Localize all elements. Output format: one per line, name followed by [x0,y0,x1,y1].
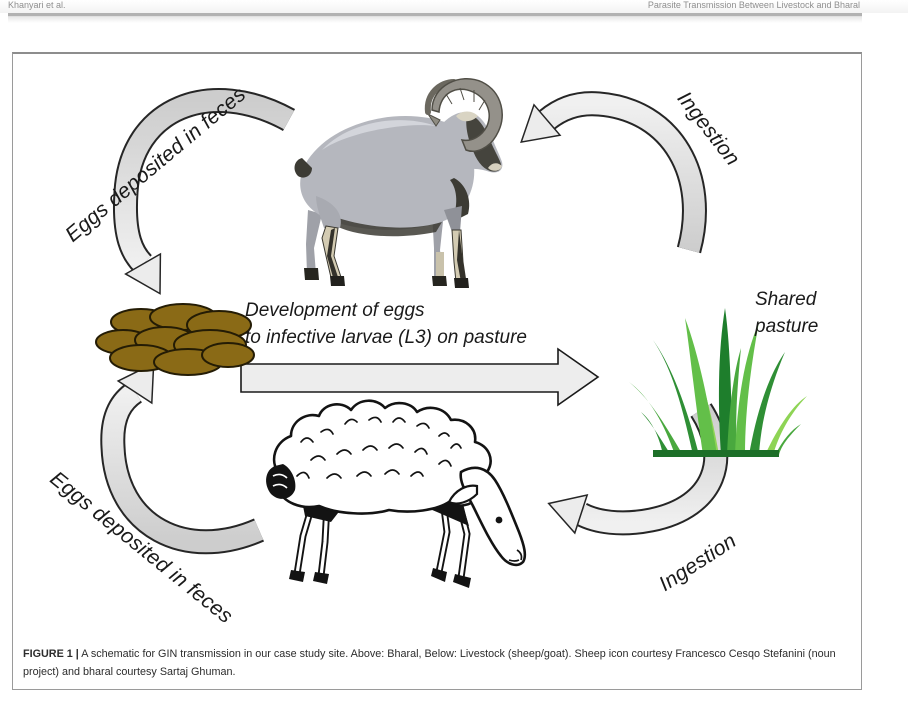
figure-caption-text: A schematic for GIN transmission in our … [23,648,836,678]
development-line2: to infective larvae (L3) on pasture [245,327,527,348]
label-development-process: Development of eggs to infective larvae … [245,297,527,351]
bharal-illustration [294,77,503,288]
sheep-illustration [266,399,527,588]
development-arrow [240,347,600,407]
figure-caption: FIGURE 1 | A schematic for GIN transmiss… [23,646,851,682]
feces-icon [95,303,255,376]
curved-arrow-bottom-left [100,362,265,555]
grass-icon [629,308,807,457]
development-line1: Development of eggs [245,300,425,321]
label-shared-pasture: Shared pasture [755,286,818,340]
header-rule [8,13,862,17]
curved-arrow-top-left [112,88,296,295]
figure-panel: Eggs deposited in feces Eggs deposited i… [12,52,862,690]
figure-caption-label: FIGURE 1 | [23,648,79,660]
running-head-title: Parasite Transmission Between Livestock … [647,0,860,10]
page-header: Khanyari et al. Parasite Transmission Be… [0,0,908,13]
shared-pasture-line1: Shared [755,289,817,310]
header-shade [8,17,862,23]
running-head-authors: Khanyari et al. [8,0,66,10]
transmission-cycle-svg [95,77,807,588]
curved-arrow-top-right [520,91,707,254]
figure-diagram: Eggs deposited in feces Eggs deposited i… [13,54,861,688]
shared-pasture-line2: pasture [755,316,819,337]
